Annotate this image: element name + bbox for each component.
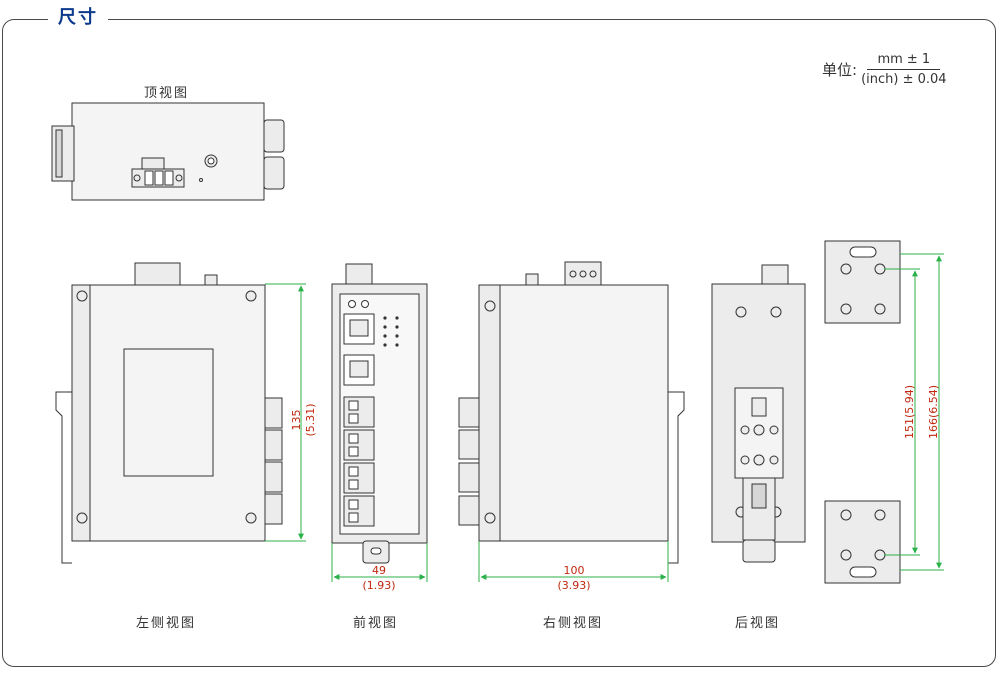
unit-colon: : xyxy=(852,60,858,79)
left-view-port-2 xyxy=(264,429,283,461)
top-view-terminal-top xyxy=(141,157,165,171)
mount-plate-top-hole-4 xyxy=(874,303,886,315)
left-view-screw-bl xyxy=(76,512,88,524)
left-view-port-4 xyxy=(264,493,283,525)
depth-in-label: (3.93) xyxy=(557,579,590,592)
height-in-label: (5.31) xyxy=(304,403,317,436)
unit-fraction: mm ± 1 (inch) ± 0.04 xyxy=(861,52,946,87)
top-view-port-2 xyxy=(263,156,285,190)
top-view-terminal-slot-1 xyxy=(144,170,154,186)
mount-plate-top-hole-2 xyxy=(874,263,886,275)
front-view-rj45-1-jack xyxy=(349,319,369,337)
rear-view-screw-tr xyxy=(770,306,782,318)
depth-mm-label: 100 xyxy=(564,564,585,577)
rear-view-bracket-hole-5 xyxy=(753,454,765,466)
left-view-screw-br xyxy=(245,512,257,524)
rear-view-bracket-hole-3 xyxy=(769,425,779,435)
right-view-top-screw xyxy=(525,273,539,286)
top-view-connector-left-pin xyxy=(55,129,63,178)
rear-view-bracket-hole-1 xyxy=(740,425,750,435)
mount-plate-top-keyhole xyxy=(849,246,877,258)
rear-view-bracket-hole-4 xyxy=(740,455,750,465)
left-view-port-3 xyxy=(264,461,283,493)
mount-plate-bottom-hole-2 xyxy=(874,509,886,521)
left-view-screw-tr xyxy=(245,290,257,302)
right-side-view xyxy=(458,261,685,582)
front-view-indicator-leds xyxy=(383,316,399,347)
right-view-terminal-screw-2 xyxy=(579,270,587,278)
right-view-screw-bl xyxy=(484,512,496,524)
unit-note: 单位: mm ± 1 (inch) ± 0.04 xyxy=(822,52,947,87)
right-view-din-clip xyxy=(668,391,685,564)
top-view xyxy=(51,102,285,201)
front-view-top-connector xyxy=(345,263,373,285)
right-view-terminal-screw-1 xyxy=(569,270,577,278)
right-view-port-2 xyxy=(458,429,480,460)
rear-view-bracket-hole-2 xyxy=(753,424,765,436)
left-view-label-area xyxy=(123,348,214,477)
top-view-connector-left xyxy=(51,125,75,182)
left-view-screw-tl xyxy=(76,290,88,302)
unit-numerator: mm ± 1 xyxy=(867,52,941,70)
mount-plate-bottom-hole-3 xyxy=(840,549,852,561)
rear-view-bracket-hole-6 xyxy=(769,455,779,465)
left-side-view-label: 左侧视图 xyxy=(136,616,197,631)
left-view-panel xyxy=(89,284,266,542)
rear-view xyxy=(711,264,806,563)
top-view-terminal-slot-3 xyxy=(164,170,174,186)
rear-view-top-connector xyxy=(761,264,789,285)
right-side-view-label: 右侧视图 xyxy=(543,616,604,631)
top-view-screw-left xyxy=(133,174,141,182)
mount-plate-bottom-hole-4 xyxy=(874,549,886,561)
top-view-port-1 xyxy=(263,119,285,153)
front-view xyxy=(331,263,428,582)
right-view-port-3 xyxy=(458,462,480,493)
wall-mount-plates xyxy=(824,240,944,584)
section-title: 尺寸 xyxy=(48,6,108,30)
top-view-ground-screw-inner xyxy=(207,157,215,165)
front-view-rj45-2-jack xyxy=(349,360,369,378)
rear-view-spring-coil xyxy=(751,483,767,509)
right-view-screw-tl xyxy=(484,300,496,312)
mount-plate-top-hole-1 xyxy=(840,263,852,275)
height-mm-label: 135 xyxy=(290,410,303,431)
top-view-reset-hole xyxy=(199,178,203,182)
left-side-view xyxy=(55,262,306,564)
mount-plate-height-label: 166(6.54) xyxy=(927,385,940,439)
right-view-port-1 xyxy=(458,397,480,428)
front-view-led-2 xyxy=(361,300,369,308)
left-view-top-screw xyxy=(204,274,218,286)
mount-plate-bottom-keyhole xyxy=(849,566,877,578)
front-width-in-label: (1.93) xyxy=(362,579,395,592)
left-view-din-clip xyxy=(55,391,72,564)
right-view-port-4 xyxy=(458,495,480,526)
rear-view-bracket-latch xyxy=(751,397,767,417)
top-view-label: 顶视图 xyxy=(144,86,190,101)
front-width-mm-label: 49 xyxy=(372,564,386,577)
top-view-terminal-slot-2 xyxy=(154,170,164,186)
mount-plate-top-hole-3 xyxy=(840,303,852,315)
right-view-panel xyxy=(499,284,669,542)
front-view-port-slots xyxy=(348,400,359,523)
mount-plate-bottom-hole-1 xyxy=(840,509,852,521)
top-view-screw-right xyxy=(175,174,183,182)
left-view-port-1 xyxy=(264,397,283,429)
left-view-top-connector xyxy=(134,262,181,286)
front-view-led-1 xyxy=(348,300,356,308)
front-view-label: 前视图 xyxy=(353,616,399,631)
rear-view-screw-tl xyxy=(735,306,747,318)
unit-denominator: (inch) ± 0.04 xyxy=(861,72,947,87)
front-view-din-slot xyxy=(370,547,382,555)
rear-view-label: 后视图 xyxy=(735,616,781,631)
unit-label: 单位 xyxy=(822,61,853,79)
right-view-terminal-screw-3 xyxy=(589,270,597,278)
rear-view-din-tab xyxy=(742,539,776,563)
dimensions-frame xyxy=(2,19,996,667)
mount-pitch-label: 151(5.94) xyxy=(903,385,916,439)
